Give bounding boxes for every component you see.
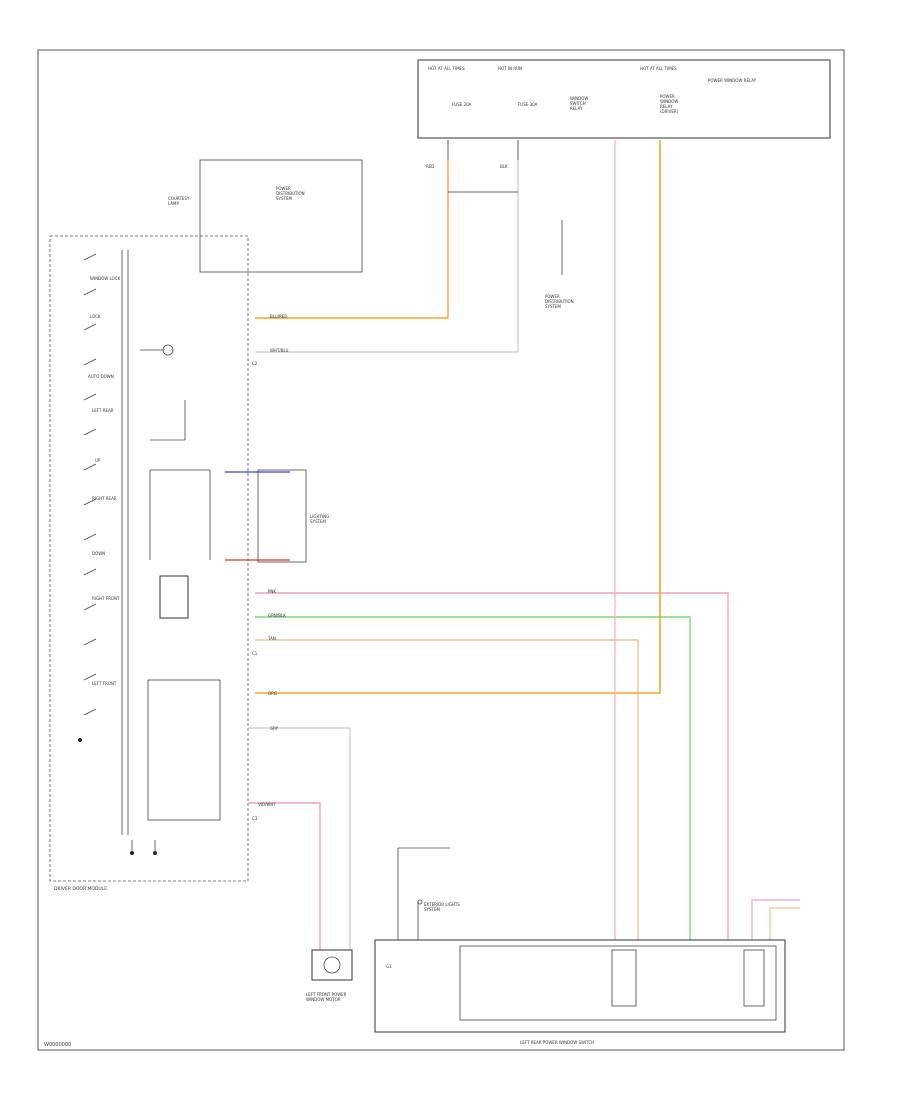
label-down: DOWN — [92, 551, 105, 556]
fuse-label-2: HOT IN RUN — [498, 66, 522, 71]
label-right-rear: RIGHT REAR — [92, 496, 117, 501]
driver-door-module: DRIVER DOOR MODULE WINDOW LOCK LOCK AUTO… — [49, 235, 249, 892]
driver-door-module-outline — [49, 235, 249, 882]
courtesy-lamp-box — [199, 159, 363, 273]
wire-pink-motor — [248, 802, 321, 950]
connector-c1: C1 — [252, 651, 258, 656]
rear-switch-contact-box — [743, 949, 765, 1007]
wire-label-wht-blu: WHT/BLU — [270, 348, 289, 353]
wire-label-org: ORG — [268, 691, 277, 696]
connector-c2: C2 — [252, 361, 258, 366]
label-lock: LOCK — [90, 314, 101, 319]
lock-relay-box — [159, 575, 189, 619]
rear-switch-inner — [459, 945, 777, 1021]
fuse-label-1: HOT AT ALL TIMES — [428, 66, 465, 71]
fuse-label-5: FUSE 20A — [452, 102, 472, 107]
left-rear-window-switch: LEFT REAR POWER WINDOW SWITCH G1 — [374, 939, 786, 1045]
label-right-front: RIGHT FRONT — [92, 596, 120, 601]
connector-c3: C3 — [252, 816, 258, 821]
wire-grey-motor — [248, 727, 351, 950]
wire-tan-rear — [769, 907, 800, 940]
fuse-label-4: POWER WINDOW RELAY — [708, 78, 757, 83]
label-window-lock: WINDOW LOCK — [90, 276, 121, 281]
diagram-frame — [37, 49, 845, 1051]
rear-switch-relay — [611, 949, 637, 1007]
wire-label-gry: GRY — [270, 726, 279, 731]
fuse-block: HOT AT ALL TIMES HOT IN RUN HOT AT ALL T… — [417, 59, 831, 139]
fuse-block-outline — [417, 59, 831, 139]
label-left-rear: LEFT REAR — [92, 408, 114, 413]
wire-label-blu-red: BLU/RED — [270, 314, 287, 319]
wire-tan — [255, 639, 639, 940]
fuse-label-6: FUSE 30A — [518, 102, 538, 107]
wire-label-vio: VIO/WHT — [258, 802, 276, 807]
wire-label-tan: TAN — [267, 636, 276, 641]
motor-box — [311, 949, 353, 981]
rear-switch-outline — [374, 939, 786, 1033]
motor-relay-box — [147, 679, 221, 821]
footer-code: W0000000 — [44, 1042, 71, 1048]
switch-column: WINDOW LOCK LOCK AUTO DOWN LEFT REAR UP … — [78, 250, 157, 855]
lighting-system-box — [257, 469, 307, 563]
wire-label-blk: BLK — [500, 164, 508, 169]
driver-door-module-label: DRIVER DOOR MODULE — [54, 886, 107, 892]
wire-orange-mid — [255, 140, 661, 694]
fuse-label-3: HOT AT ALL TIMES — [640, 66, 677, 71]
wire-grey-top — [255, 160, 519, 353]
wire-pink-rear — [751, 899, 800, 940]
label-left-rear-switch: LEFT REAR POWER WINDOW SWITCH — [520, 1040, 594, 1045]
wire-label-red: RED — [426, 164, 434, 169]
ground-label: G1 — [386, 964, 392, 969]
wire-green — [255, 616, 691, 940]
label-left-front: LEFT FRONT — [92, 681, 117, 686]
wire-label-pnk: PNK — [268, 589, 276, 594]
wire-orange-top — [255, 160, 449, 319]
wire-group — [225, 140, 800, 950]
label-up: UP — [95, 458, 101, 463]
label-auto-down: AUTO DOWN — [88, 374, 114, 379]
wire-label-grn: GRN/BLK — [268, 613, 286, 618]
wire-pink-long — [255, 592, 729, 940]
